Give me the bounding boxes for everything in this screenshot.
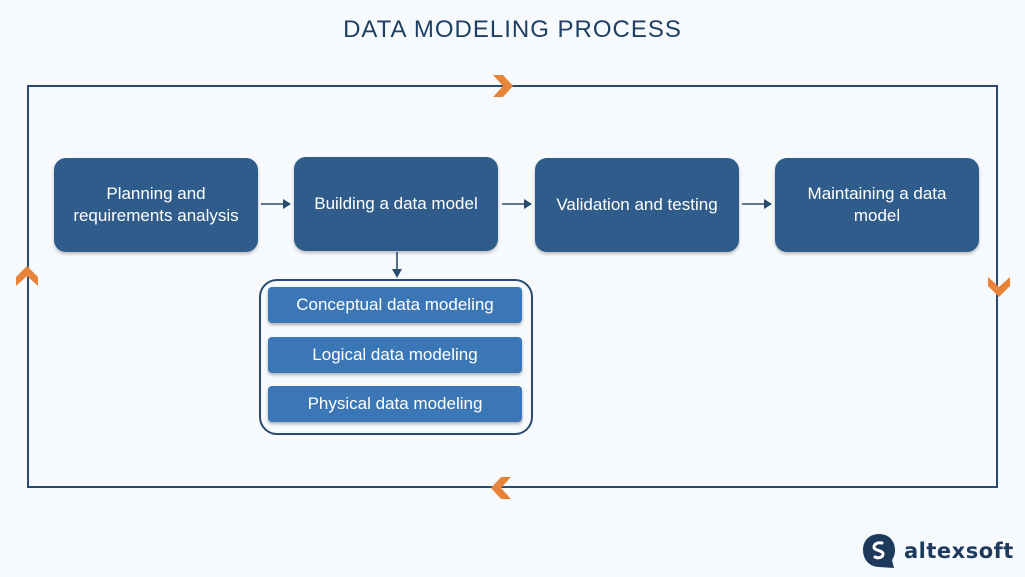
subtype-physical: Physical data modeling — [268, 386, 522, 422]
arrow-right-icon — [259, 197, 293, 211]
arrow-down-icon — [390, 251, 404, 279]
step-building: Building a data model — [294, 157, 498, 251]
altexsoft-logo-icon — [863, 534, 895, 568]
subtype-label: Physical data modeling — [307, 394, 483, 413]
subtype-label: Conceptual data modeling — [296, 295, 494, 314]
step-validation: Validation and testing — [535, 158, 739, 252]
subtype-label: Logical data modeling — [312, 345, 478, 364]
arrow-right-icon — [500, 197, 534, 211]
subtype-logical: Logical data modeling — [268, 337, 522, 373]
subtype-conceptual: Conceptual data modeling — [268, 287, 522, 323]
logo-text: altexsoft — [904, 539, 1014, 563]
arrow-right-icon — [740, 197, 774, 211]
step-planning: Planning and requirements analysis — [54, 158, 258, 252]
step-label: Building a data model — [314, 194, 478, 213]
chevron-up-icon — [14, 264, 40, 290]
chevron-left-icon — [489, 475, 515, 501]
chevron-down-icon — [986, 273, 1012, 299]
chevron-right-icon — [489, 73, 515, 99]
altexsoft-logo: altexsoft — [862, 533, 1014, 569]
step-maintaining: Maintaining a data model — [775, 158, 979, 252]
diagram-title: DATA MODELING PROCESS — [343, 16, 682, 43]
step-label: Planning and requirements analysis — [73, 184, 239, 225]
step-label: Maintaining a data model — [807, 184, 947, 225]
step-label: Validation and testing — [556, 195, 718, 214]
